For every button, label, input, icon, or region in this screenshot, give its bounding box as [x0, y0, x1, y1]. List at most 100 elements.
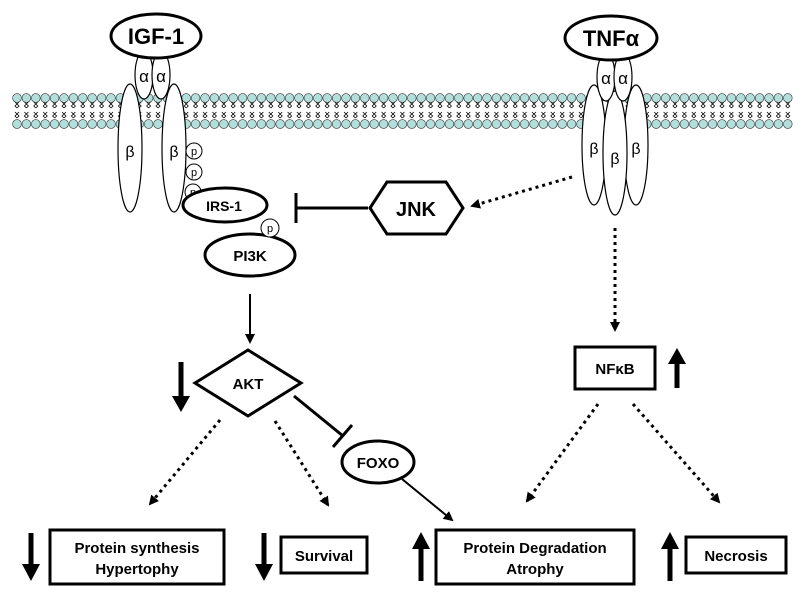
lipid-tail — [420, 111, 424, 119]
lipid-tail — [148, 111, 152, 119]
lipid-tail — [279, 111, 283, 119]
lipid-tail — [61, 101, 65, 109]
lipid-head — [576, 93, 586, 103]
igf1-receptor-beta-right-shape — [161, 83, 187, 213]
necrosis-up-arrow-icon — [661, 532, 679, 581]
lipid-tail — [242, 111, 246, 119]
lipid-head — [31, 93, 41, 103]
lipid-tail — [240, 101, 244, 109]
lipid-tail — [232, 111, 236, 119]
lipid-tail — [430, 101, 434, 109]
lipid-tail — [298, 101, 302, 109]
lipid-head — [425, 119, 436, 129]
pi3k-label: PI3K — [233, 248, 267, 265]
igf1-receptor-beta-left-shape — [117, 83, 143, 213]
lipid-tail — [110, 111, 114, 119]
lipid-head — [209, 119, 220, 129]
nfkb-shape — [573, 345, 657, 391]
lipid-tail — [383, 111, 387, 119]
akt-label: AKT — [233, 376, 264, 393]
lipid-tail — [258, 101, 262, 109]
lipid-head — [736, 93, 746, 103]
lipid-tail — [72, 101, 76, 109]
lipid-head — [322, 93, 332, 103]
lipid-tail — [362, 111, 366, 119]
lipid-tail — [787, 101, 791, 109]
lipid-head — [435, 93, 445, 103]
tnf-label: TNFα — [583, 26, 640, 51]
irs1-label: IRS-1 — [206, 198, 242, 214]
lipid-tail — [324, 111, 328, 119]
lipid-head — [190, 119, 201, 129]
lipid-head — [87, 93, 97, 103]
lipid-tail — [569, 111, 573, 119]
lipid-tail — [418, 111, 422, 119]
lipid-tail — [364, 111, 368, 119]
lipid-tail — [42, 101, 46, 109]
lipid-tail — [428, 111, 432, 119]
lipid-head — [698, 93, 708, 103]
lipid-tail — [61, 111, 65, 119]
lipid-tail — [456, 101, 460, 109]
lipid-tail — [289, 111, 293, 119]
tnf-beta-label-right: β — [631, 141, 640, 158]
arrow-akt-survival — [273, 420, 330, 507]
lipid-tail — [279, 101, 283, 109]
lipid-tail — [35, 101, 39, 109]
lipid-tail — [89, 111, 93, 119]
akt-node: AKT — [192, 348, 304, 418]
lipid-tail — [665, 101, 669, 109]
lipid-tail — [251, 101, 255, 109]
lipid-tail — [373, 111, 377, 119]
lipid-tail — [578, 101, 582, 109]
lipid-tail — [155, 101, 159, 109]
lipid-head — [350, 93, 361, 103]
lipid-tail — [522, 111, 526, 119]
lipid-head — [106, 93, 116, 103]
lipid-tail — [759, 111, 763, 119]
lipid-tail — [505, 101, 509, 109]
tnf-alpha-label-right: α — [618, 69, 628, 88]
lipid-tail — [63, 111, 67, 119]
lipid-head — [670, 119, 680, 129]
lipid-head — [510, 119, 520, 129]
igf1-alpha-label-right: α — [156, 67, 166, 86]
lipid-head — [679, 119, 690, 129]
lipid-tail — [213, 111, 217, 119]
lipid-tail — [663, 111, 667, 119]
lipid-tail — [334, 101, 338, 109]
lipid-tail — [495, 101, 499, 109]
lipid-tail — [775, 101, 779, 109]
lipid-tail — [550, 111, 554, 119]
lipid-tail — [552, 101, 556, 109]
lipid-head — [12, 119, 22, 129]
lipid-tail — [458, 101, 462, 109]
lipid-tail — [448, 111, 452, 119]
lipid-tail — [418, 101, 422, 109]
lipid-head — [49, 93, 60, 103]
lipid-tail — [446, 111, 450, 119]
arrow-akt-protein-synthesis — [148, 419, 222, 506]
lipid-tail — [580, 111, 584, 119]
indicator-arrows — [22, 348, 686, 581]
lipid-tail — [681, 111, 685, 119]
lipid-tail — [672, 101, 676, 109]
lipid-tail — [35, 111, 39, 119]
lipid-tail — [270, 111, 274, 119]
lipid-tail — [52, 101, 56, 109]
lipid-tail — [505, 111, 509, 119]
protein-degradation-up-arrow-icon — [412, 532, 430, 581]
lipid-head — [454, 93, 464, 103]
outcome-protein-degradation: Protein Degradation Atrophy — [434, 528, 636, 586]
inhibition-akt-foxo — [293, 394, 344, 438]
lipid-head — [200, 93, 210, 103]
lipid-head — [416, 119, 426, 129]
lipid-tail — [193, 111, 197, 119]
lipid-tail — [653, 101, 657, 109]
lipid-head — [341, 93, 351, 103]
lipid-tail — [54, 101, 58, 109]
lipid-tail — [766, 111, 770, 119]
lipid-tail — [317, 111, 321, 119]
lipid-tail — [712, 101, 716, 109]
phospho-circle-2 — [185, 163, 203, 181]
